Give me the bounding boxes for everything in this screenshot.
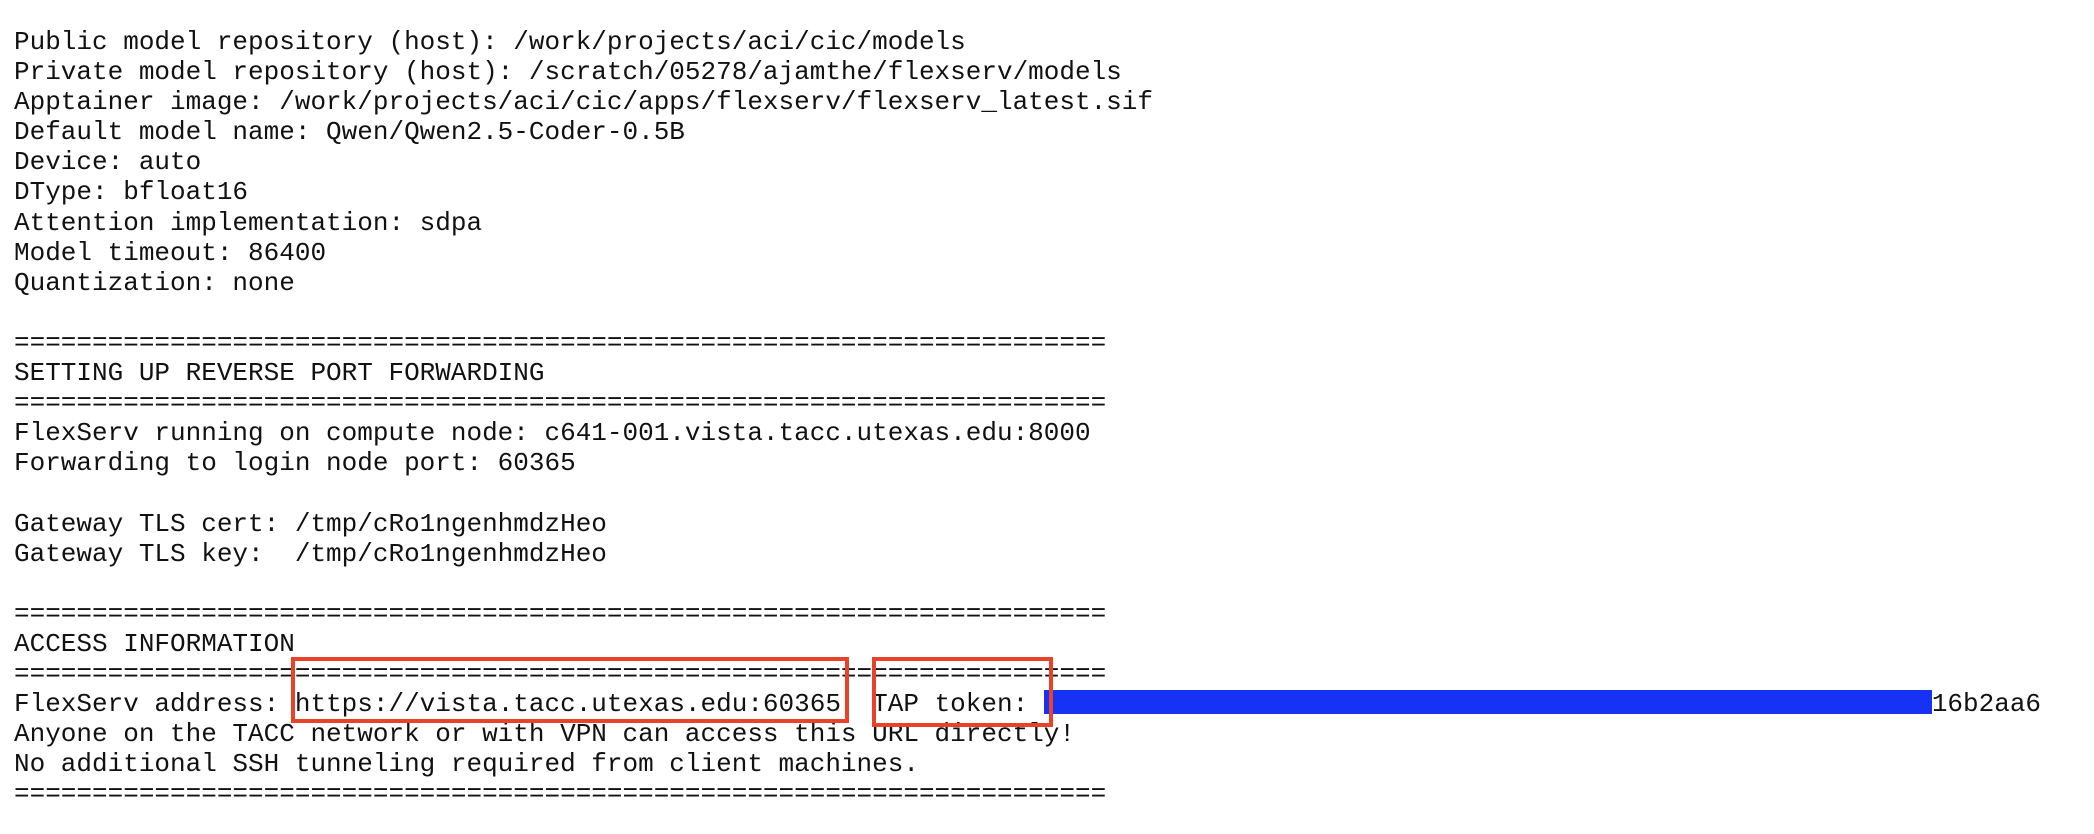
terminal-line: DType: bfloat16 <box>14 177 249 208</box>
address-line: FlexServ address: https://vista.tacc.ute… <box>14 689 2041 719</box>
highlight-box-url <box>291 657 849 723</box>
terminal-line: ACCESS INFORMATION <box>14 628 295 659</box>
terminal-output: Public model repository (host): /work/pr… <box>14 27 2041 809</box>
token-suffix: 16b2aa6 <box>1931 689 2042 720</box>
terminal-line <box>14 298 2041 328</box>
terminal-line: No additional SSH tunneling required fro… <box>14 749 919 780</box>
terminal-line: ========================================… <box>14 327 1107 358</box>
terminal-line: Gateway TLS cert: /tmp/cRo1ngenhmdzHeo <box>14 508 607 539</box>
terminal-line: ========================================… <box>14 388 1107 419</box>
terminal-line: ========================================… <box>14 598 1107 629</box>
terminal-line: Default model name: Qwen/Qwen2.5-Coder-0… <box>14 117 685 148</box>
terminal-line: ========================================… <box>14 658 1107 689</box>
terminal-line: Apptainer image: /work/projects/aci/cic/… <box>14 87 1153 118</box>
terminal-line: FlexServ running on compute node: c641-0… <box>14 418 1091 449</box>
terminal-line: SETTING UP REVERSE PORT FORWARDING <box>14 358 545 389</box>
terminal-line: Model timeout: 86400 <box>14 237 327 268</box>
terminal-line: Private model repository (host): /scratc… <box>14 57 1122 88</box>
terminal-line: Public model repository (host): /work/pr… <box>14 27 966 57</box>
terminal-line: Attention implementation: sdpa <box>14 207 483 238</box>
terminal-line: Forwarding to login node port: 60365 <box>14 448 576 479</box>
terminal-line: Gateway TLS key: /tmp/cRo1ngenhmdzHeo <box>14 538 607 569</box>
address-label: FlexServ address: <box>14 689 295 720</box>
terminal-line: Device: auto <box>14 147 202 178</box>
redacted-token-bar <box>1043 690 1932 715</box>
highlight-box-token <box>872 657 1053 727</box>
terminal-line <box>14 478 2041 508</box>
terminal-line <box>14 569 2041 599</box>
address-url[interactable]: https://vista.tacc.utexas.edu:60365 <box>294 689 841 720</box>
terminal-line: ========================================… <box>14 779 1107 810</box>
terminal-line: Quantization: none <box>14 267 295 298</box>
terminal-line: Anyone on the TACC network or with VPN c… <box>14 719 1075 750</box>
token-label: TAP token: <box>872 689 1044 720</box>
